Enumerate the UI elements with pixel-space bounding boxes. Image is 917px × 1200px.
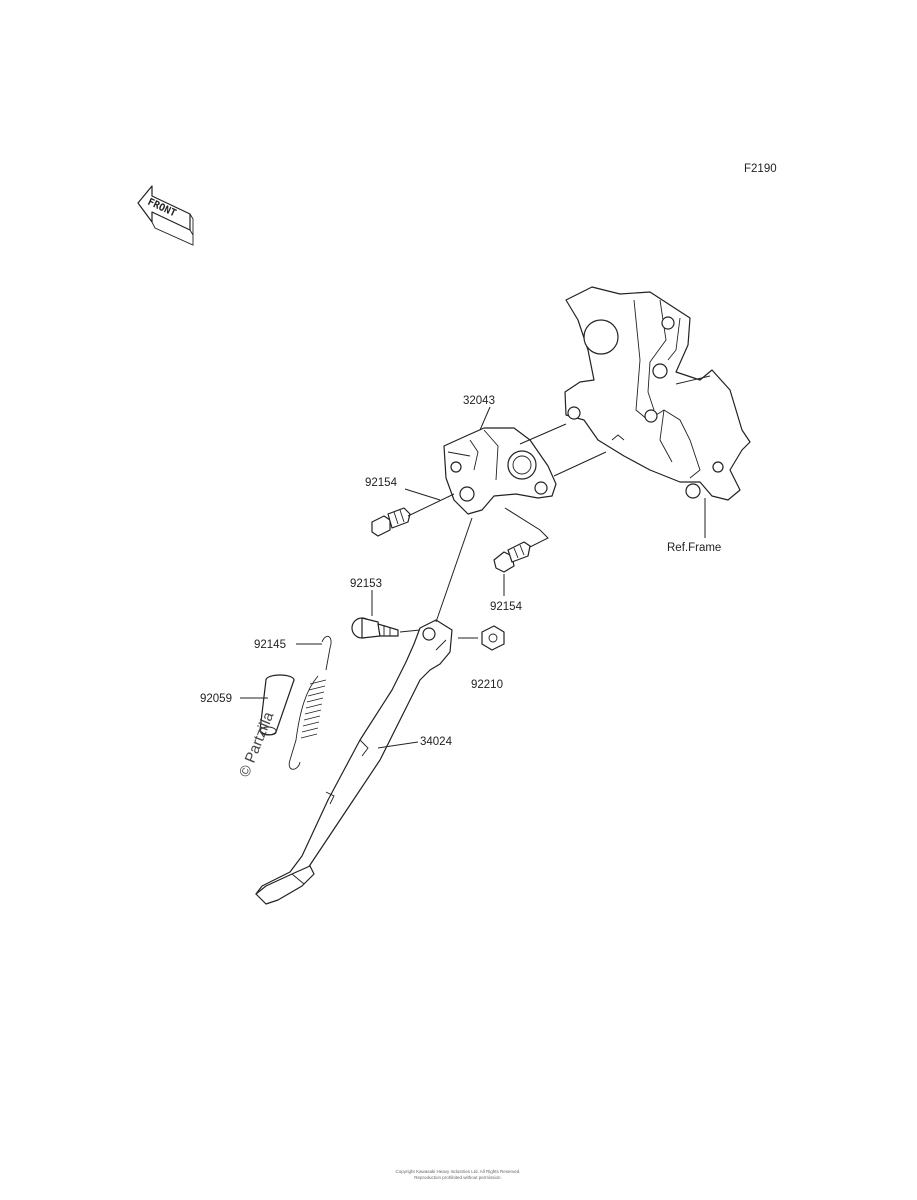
bolt-92154-left: 92154: [365, 477, 455, 537]
frame-section: Ref.Frame: [564, 286, 751, 554]
bolt-92153: 92153: [350, 578, 421, 639]
side-stand: 34024: [255, 517, 473, 905]
nut-92210: 92210: [458, 625, 505, 691]
label-92154-left: 92154: [365, 477, 398, 489]
label-92154-lower: 92154: [490, 601, 523, 613]
diagram-code: F2190: [744, 163, 777, 175]
ref-frame-label: Ref.Frame: [667, 542, 721, 554]
sleeve-92059: 92059: [200, 674, 295, 736]
label-32043: 32043: [463, 395, 495, 407]
spring-92145: 92145: [254, 635, 332, 770]
footer-notice: Reproduction prohibited without permissi…: [414, 1175, 502, 1180]
watermark: © Partzilla: [236, 709, 278, 780]
label-34024: 34024: [420, 736, 453, 748]
stand-bracket: 32043: [443, 395, 557, 515]
front-arrow-icon: FRONT: [137, 185, 194, 246]
label-92145: 92145: [254, 639, 286, 651]
label-92210: 92210: [471, 679, 503, 691]
label-92153: 92153: [350, 578, 382, 590]
label-92059: 92059: [200, 693, 232, 705]
bolt-92154-lower: 92154: [490, 541, 531, 613]
footer-copyright: Copyright Kawasaki Heavy Industries Ltd.…: [395, 1169, 520, 1174]
